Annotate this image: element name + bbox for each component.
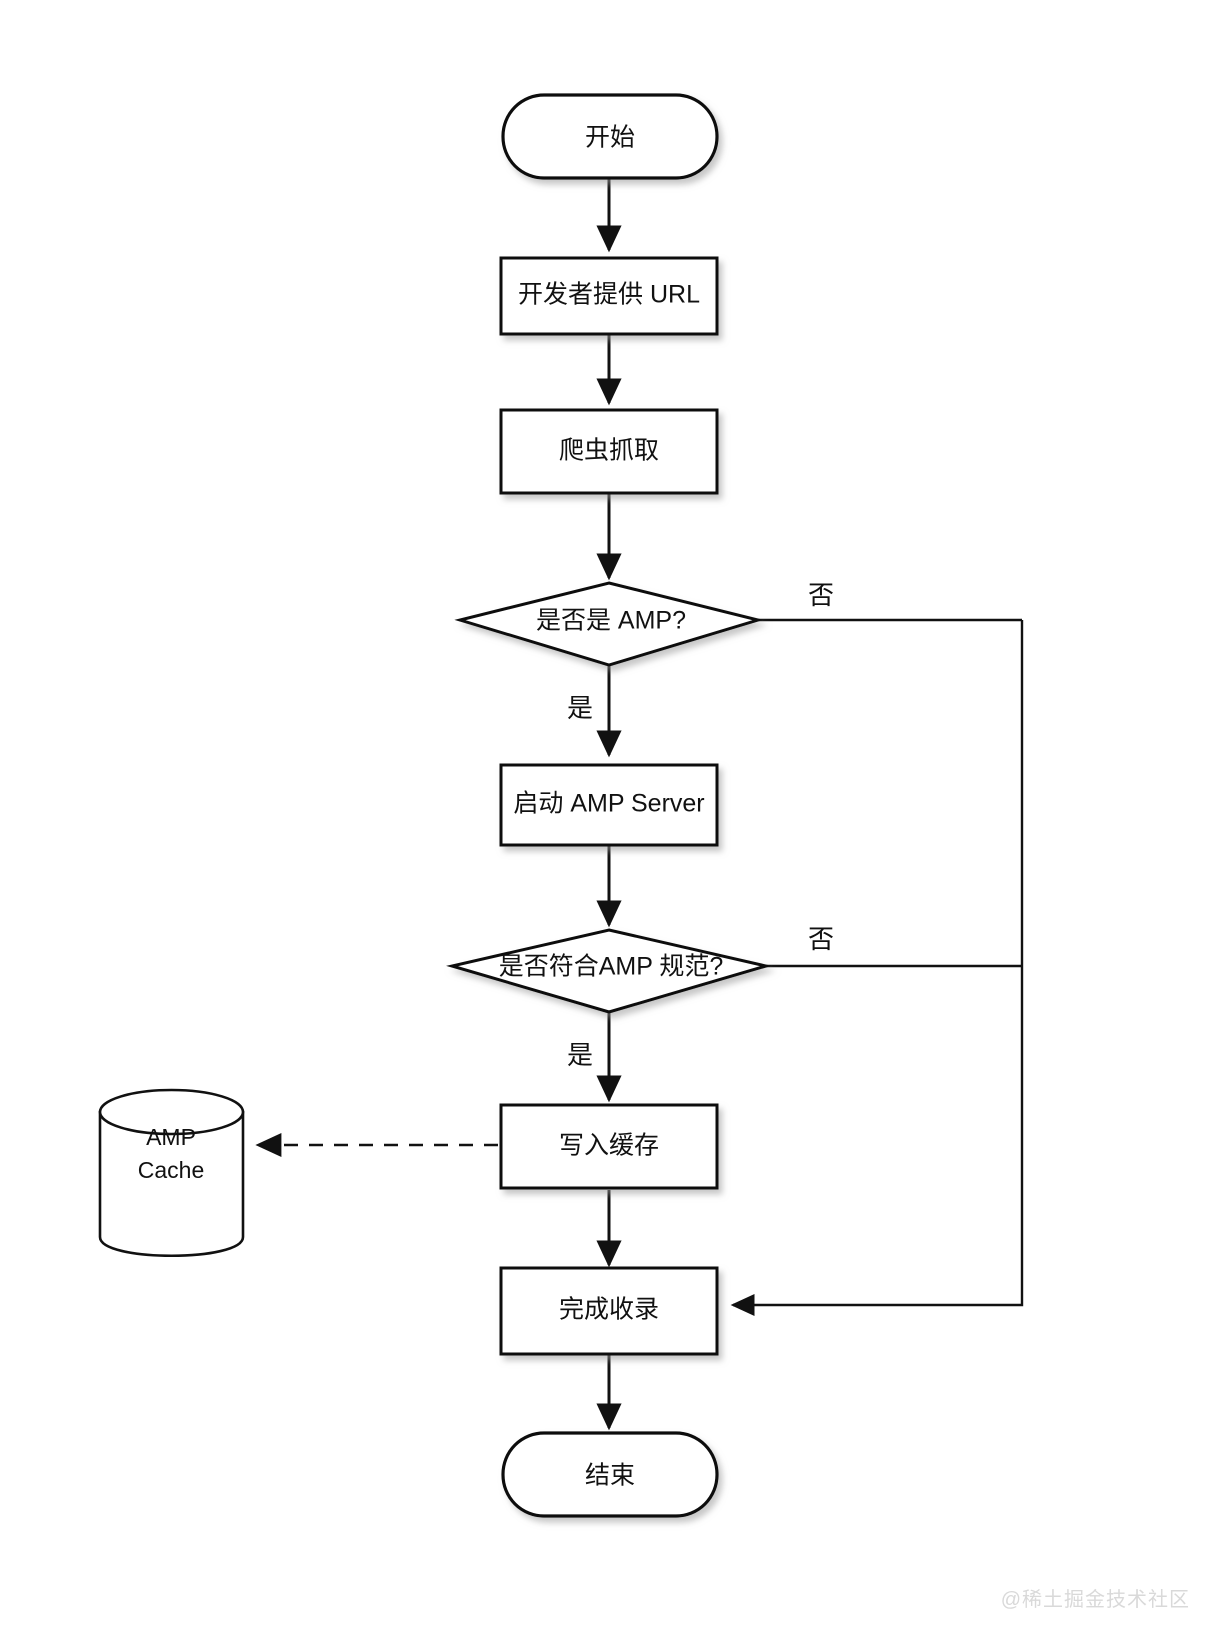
provide-url-shape [499, 256, 719, 336]
provide-url-label: 开发者提供 URL [518, 281, 700, 309]
start-shape [501, 93, 719, 180]
crawl-label: 爬虫抓取 [559, 437, 659, 465]
watermark: @稀土掘金技术社区 [1000, 1589, 1190, 1611]
node-crawl[interactable]: 爬虫抓取 [499, 408, 719, 495]
crawl-shape [499, 408, 719, 495]
end-label: 结束 [585, 1462, 635, 1490]
amp-cache-top [98, 1088, 245, 1136]
edge-label-is-amp-no: 否 [808, 580, 834, 610]
edge-label-is-valid-no: 否 [808, 924, 834, 954]
end-shape [501, 1431, 719, 1518]
edge-right-rail [730, 620, 1024, 1317]
write-cache-label: 写入缓存 [559, 1132, 659, 1160]
amp-cache-label-line2: Cache [138, 1157, 204, 1183]
finish-index-shape [499, 1266, 719, 1356]
start-server-label: 启动 AMP Server [513, 790, 704, 818]
node-is-amp[interactable]: 是否是 AMP? [454, 581, 764, 667]
amp-cache-body [98, 1110, 245, 1258]
node-is-valid[interactable]: 是否符合AMP 规范? [446, 928, 772, 1014]
write-cache-shape [499, 1103, 719, 1190]
finish-index-label: 完成收录 [559, 1296, 659, 1324]
node-start[interactable]: 开始 [501, 93, 719, 180]
node-write-cache[interactable]: 写入缓存 [499, 1103, 719, 1190]
edge-label-is-valid-yes: 是 [567, 1040, 593, 1070]
amp-cache-label-line1: AMP [146, 1124, 196, 1150]
is-valid-label: 是否符合AMP 规范? [499, 953, 724, 981]
node-end[interactable]: 结束 [501, 1431, 719, 1518]
node-start-server[interactable]: 启动 AMP Server [499, 763, 719, 847]
is-valid-shape [446, 928, 772, 1014]
edge-label-is-amp-yes: 是 [567, 693, 593, 723]
start-label: 开始 [585, 124, 635, 152]
node-amp-cache[interactable]: AMP Cache [98, 1088, 245, 1258]
is-amp-shape [454, 581, 764, 667]
start-server-shape [499, 763, 719, 847]
is-amp-label: 是否是 AMP? [536, 607, 686, 635]
node-finish-index[interactable]: 完成收录 [499, 1266, 719, 1356]
node-provide-url[interactable]: 开发者提供 URL [499, 256, 719, 336]
